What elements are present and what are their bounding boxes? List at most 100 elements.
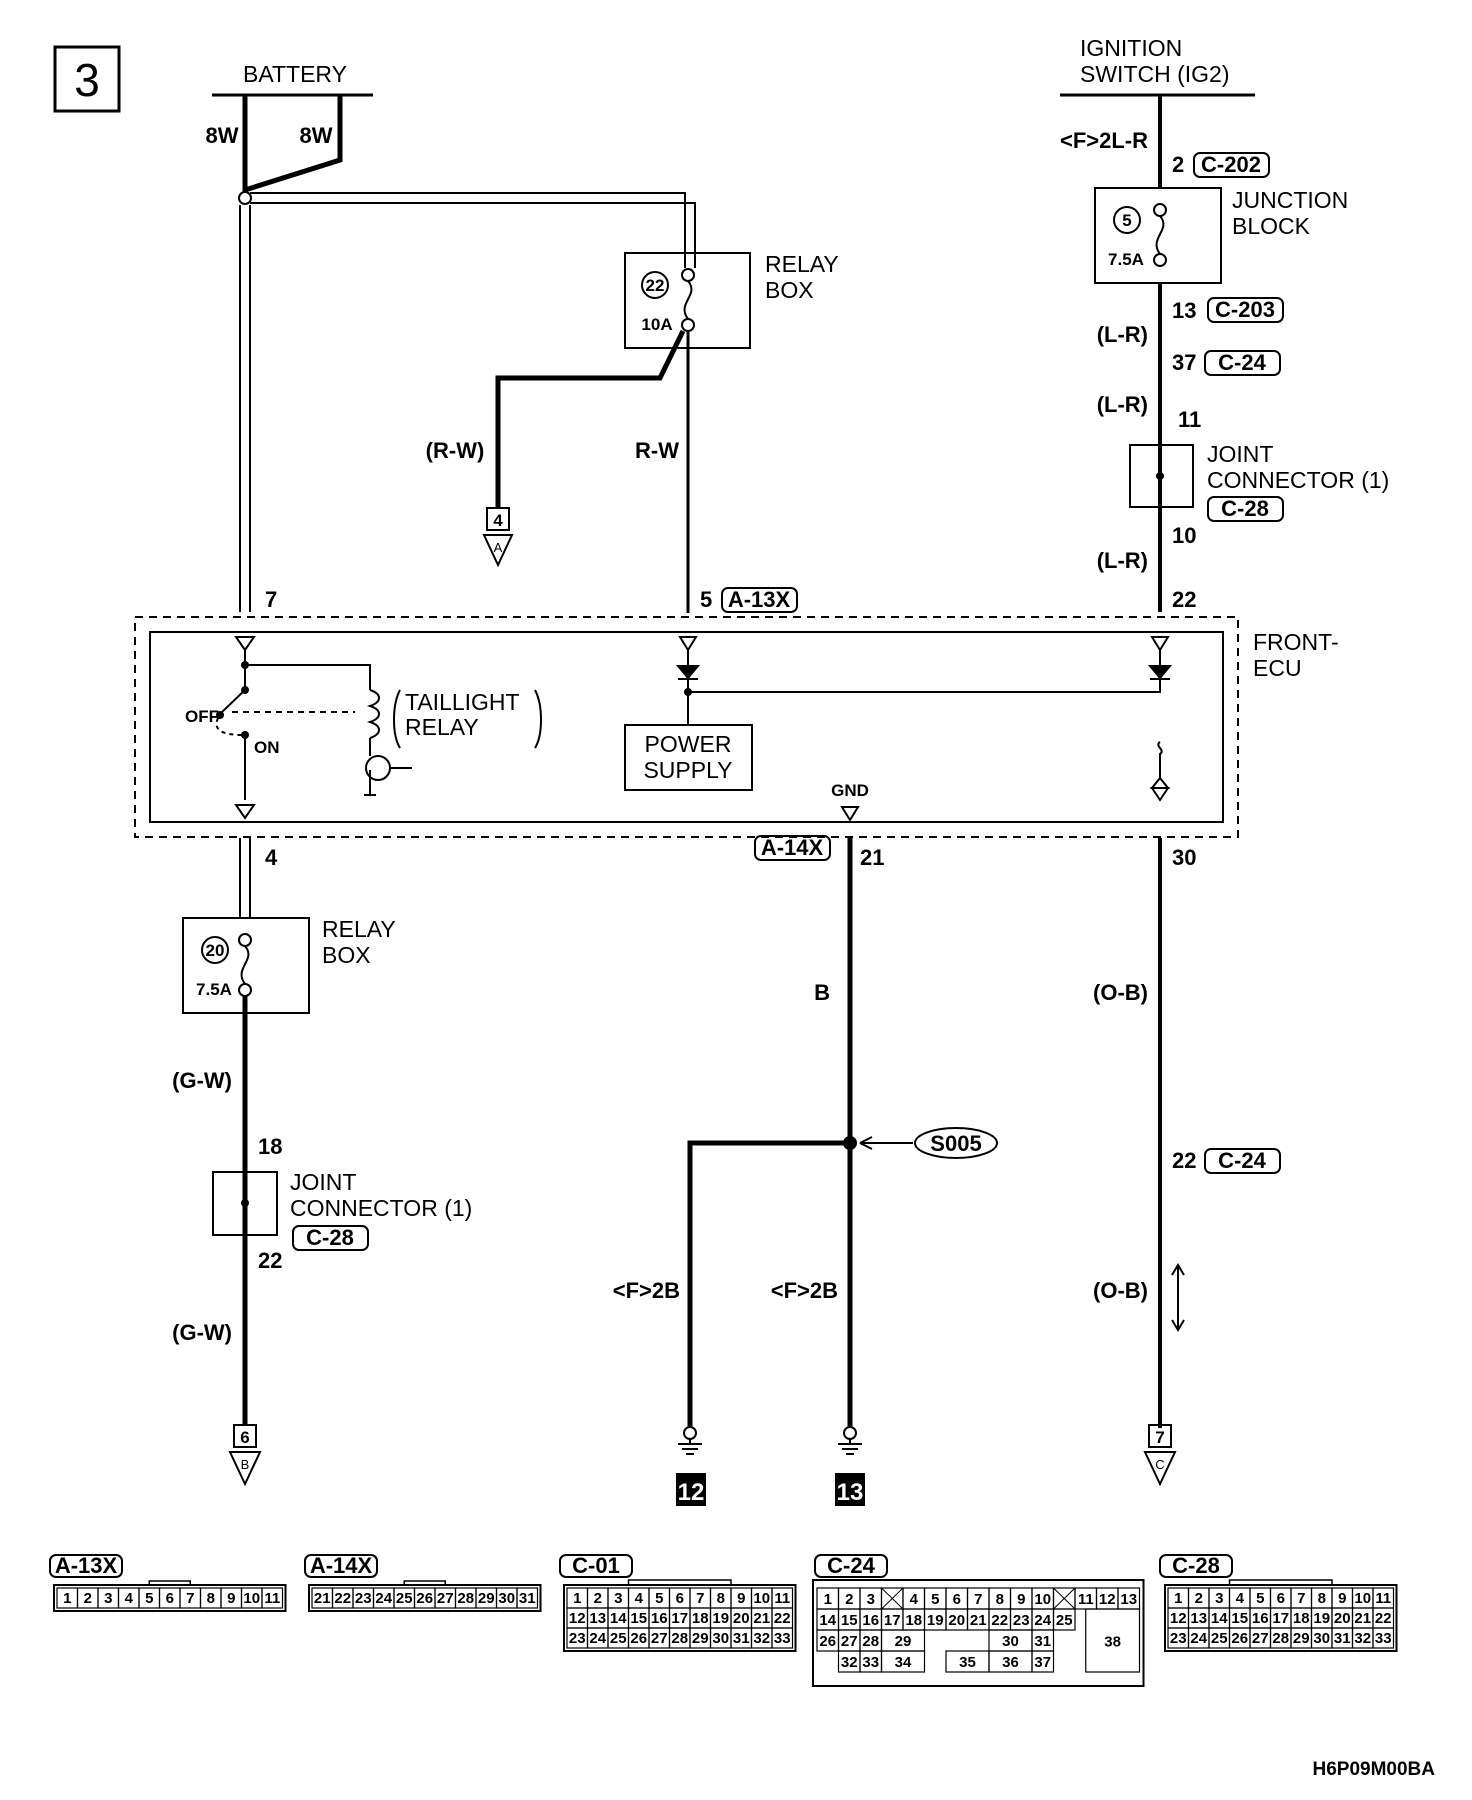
jb-line2: BLOCK: [1232, 213, 1311, 239]
connector-latch: [1228, 1579, 1333, 1586]
fuse-5-symbol: [1155, 215, 1165, 255]
ground-12-wire: [687, 1140, 850, 1428]
connector-pin: 18: [1293, 1610, 1310, 1627]
connector-pin: 30: [1313, 1630, 1330, 1647]
ground-13-badge: [835, 1473, 865, 1506]
ecu-pin-22: 22: [1172, 587, 1196, 612]
wire-f2b-right: <F>2B: [771, 1278, 838, 1303]
fuse-5-bottom-terminal: [1153, 253, 1167, 267]
connector-pin: 4: [1236, 1590, 1245, 1607]
c24-pin-top: 37: [1172, 350, 1196, 375]
connector-pin: 8: [717, 1590, 725, 1607]
connector-pin: 26: [416, 1590, 433, 1607]
connector-pin: 25: [396, 1590, 413, 1607]
connector-pin: 3: [867, 1591, 875, 1608]
relay-box-bottom-line2: BOX: [322, 942, 371, 968]
ecu-pin-4: 4: [265, 845, 278, 870]
ref-a-letter: A: [494, 540, 503, 555]
joint-left-pin-out: 22: [258, 1248, 282, 1273]
ref-b-box: [233, 1424, 257, 1448]
connector-pin: 28: [1272, 1630, 1289, 1647]
fuse-20-badge: [201, 936, 229, 964]
fuse-20-number: 20: [206, 941, 225, 960]
connector-pin: 33: [862, 1654, 879, 1671]
joint-right-line1: JOINT: [1207, 441, 1273, 467]
connector-pin: 12: [569, 1610, 586, 1627]
connector-pin: 16: [1252, 1610, 1269, 1627]
ignition-line2: SWITCH (IG2): [1080, 61, 1230, 87]
connector-pin: 5: [1256, 1590, 1264, 1607]
connector-pin: 29: [895, 1633, 912, 1650]
connector-pin: 16: [862, 1612, 879, 1629]
connector-pin: 26: [630, 1630, 647, 1647]
joint-right-pin-out: 10: [1172, 523, 1196, 548]
connector-cell: [261, 1587, 284, 1609]
ecu-pin-5: 5: [700, 587, 712, 612]
connector-pin: 7: [696, 1590, 704, 1607]
battery-wire-left: 8W: [206, 123, 239, 148]
connector-pin: 1: [63, 1590, 71, 1607]
c24-pin-bottom: 22: [1172, 1148, 1196, 1173]
ecu-ps-line2: SUPPLY: [643, 757, 732, 783]
connector-pin: 29: [692, 1630, 709, 1647]
connector-pin: 26: [819, 1633, 836, 1650]
wire-lr-2: (L-R): [1097, 392, 1148, 417]
connector-title-badge: [304, 1554, 378, 1578]
jb-conn-out-badge: [1207, 297, 1284, 323]
connector-latch: [148, 1580, 191, 1586]
connector-pin: 6: [1277, 1590, 1285, 1607]
connector-pin: 9: [737, 1590, 745, 1607]
connector-pin: 2: [1195, 1590, 1203, 1607]
connector-title: C-24: [827, 1553, 875, 1578]
fuse-5-number: 5: [1122, 211, 1131, 230]
fuse-5-badge: [1113, 206, 1141, 234]
connector-pin: 10: [1034, 1591, 1051, 1608]
page-number-box: [53, 45, 121, 113]
relay-box-top-line2: BOX: [765, 277, 814, 303]
connector-pin: 30: [1002, 1633, 1019, 1650]
connector-pin: 29: [1293, 1630, 1310, 1647]
connector-pin: 6: [953, 1591, 961, 1608]
jb-conn-in: C-202: [1201, 152, 1261, 177]
connector-title-badge: [559, 1554, 633, 1578]
splice-label: S005: [930, 1131, 981, 1156]
connector-pin: 11: [1375, 1590, 1391, 1607]
connector-title: A-13X: [55, 1553, 118, 1578]
connector-pin: 28: [457, 1590, 474, 1607]
connector-cell: [1372, 1627, 1395, 1649]
power-supply-box: [624, 724, 753, 791]
connector-pin: 1: [1174, 1590, 1182, 1607]
fuse-22-badge: [641, 271, 669, 299]
connector-pin: 23: [1013, 1612, 1030, 1629]
connector-pin: 34: [895, 1654, 912, 1671]
connector-cell: [1052, 1608, 1076, 1631]
wire-ob-1: (O-B): [1093, 980, 1148, 1005]
connector-pin: 17: [671, 1610, 688, 1627]
connector-pin: 5: [145, 1590, 153, 1607]
connector-pin: 14: [1211, 1610, 1228, 1627]
connector-pin: 25: [1211, 1630, 1228, 1647]
connector-pin: 38: [1104, 1634, 1121, 1651]
connector-pin: 11: [264, 1590, 280, 1607]
ecu-relay-line2: RELAY: [405, 714, 479, 740]
connector-pin: 32: [1354, 1630, 1371, 1647]
ecu-on: ON: [254, 738, 280, 757]
connector-pin: 27: [437, 1590, 454, 1607]
connector-pin: 8: [1318, 1590, 1326, 1607]
ecu-gnd: GND: [831, 781, 869, 800]
connector-pin: 33: [774, 1630, 791, 1647]
connector-pin: 11: [774, 1590, 790, 1607]
ecu-pin-7: 7: [265, 587, 277, 612]
c24-top: C-24: [1218, 350, 1266, 375]
connector-title-badge: [49, 1554, 123, 1578]
ground-13-label: 13: [837, 1479, 864, 1506]
connector-pin: 9: [1017, 1591, 1025, 1608]
connector-pin: 14: [819, 1612, 836, 1629]
wire-lr-3: (L-R): [1097, 548, 1148, 573]
connector-pin: 19: [712, 1610, 729, 1627]
connector-pin: 2: [845, 1591, 853, 1608]
ref-c-box: [1148, 1424, 1172, 1448]
jb-line1: JUNCTION: [1232, 187, 1348, 213]
